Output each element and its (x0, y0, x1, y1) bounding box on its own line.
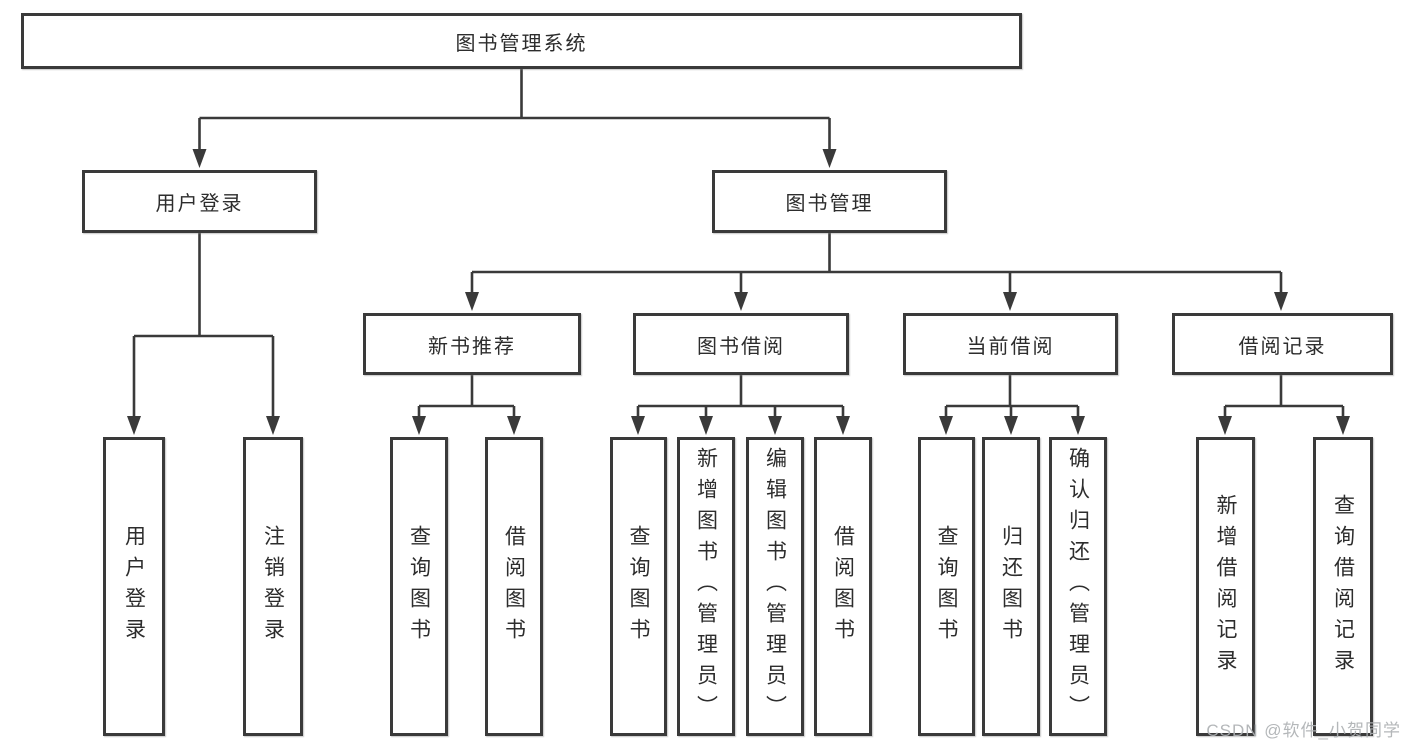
leaf-return-books: 归还图书 (982, 437, 1040, 736)
leaf-confirm-return-admin: 确认归还（管理员） (1049, 437, 1107, 736)
leaf-query-books-borrow: 查询图书 (610, 437, 667, 736)
leaf-query-books-recommend: 查询图书 (390, 437, 448, 736)
node-new-book-recommend: 新书推荐 (363, 313, 581, 375)
leaf-edit-books-admin: 编辑图书（管理员） (746, 437, 804, 736)
leaf-user-login: 用户登录 (103, 437, 165, 736)
leaf-query-borrow-record: 查询借阅记录 (1313, 437, 1373, 736)
node-library-management-system: 图书管理系统 (21, 13, 1022, 69)
leaf-query-books-current: 查询图书 (918, 437, 975, 736)
node-user-login: 用户登录 (82, 170, 317, 233)
leaf-logout: 注销登录 (243, 437, 303, 736)
leaf-borrow-books-recommend: 借阅图书 (485, 437, 543, 736)
leaf-add-books-admin: 新增图书（管理员） (677, 437, 735, 736)
node-book-borrow: 图书借阅 (633, 313, 849, 375)
leaf-add-borrow-record: 新增借阅记录 (1196, 437, 1255, 736)
node-current-borrow: 当前借阅 (903, 313, 1118, 375)
csdn-watermark: CSDN @软件_小贺同学 (1206, 721, 1401, 740)
node-book-management: 图书管理 (712, 170, 947, 233)
node-borrow-records: 借阅记录 (1172, 313, 1393, 375)
leaf-borrow-books-borrow: 借阅图书 (814, 437, 872, 736)
